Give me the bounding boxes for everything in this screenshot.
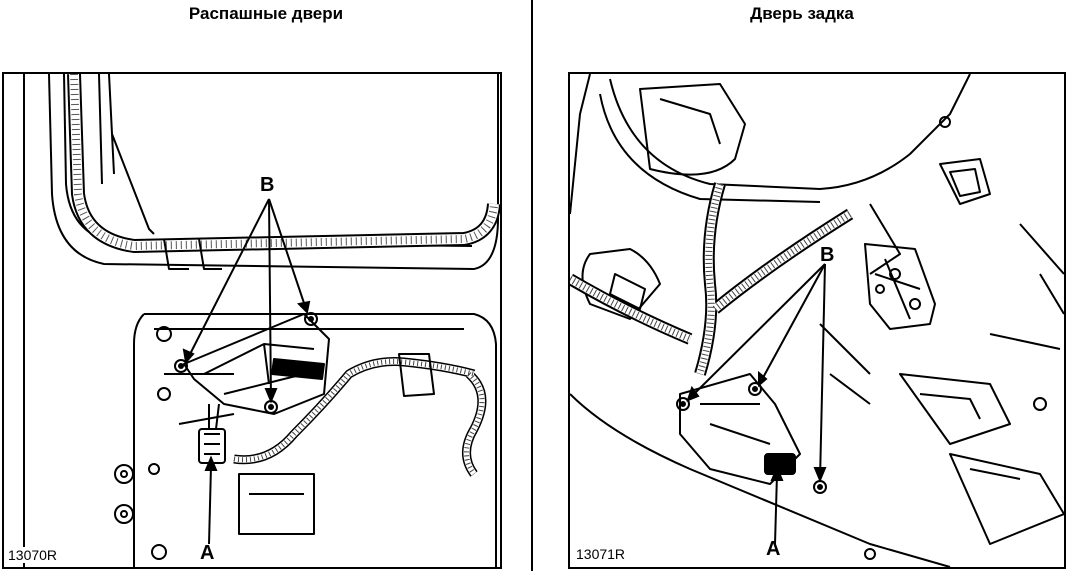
tailgate-frame [570,74,1064,567]
callout-a-label: A [766,538,781,560]
door-frame [23,74,500,567]
mount-bolt [676,397,690,411]
callout-a-label: A [200,542,215,564]
door-rod [98,74,155,235]
wiper-motor [581,248,661,320]
door-seal [67,74,500,253]
figure-title-swing-doors: Распашные двери [188,4,344,23]
latch-mount [939,158,991,205]
callout-leaders [182,198,311,545]
figure-code: 13071R [574,546,628,562]
callout-leaders [686,263,827,545]
inner-panel [133,313,497,567]
mount-bolt [174,359,188,373]
swing-door-drawing [23,74,500,567]
swing-door-illustration: B A 13070R [2,72,502,569]
mount-bolt [304,312,318,326]
mount-bolt [748,382,762,396]
figure-title-tailgate: Дверь задка [750,4,854,23]
column-divider [531,0,533,571]
lock-mechanism [864,243,936,330]
figure-code: 13070R [6,547,60,563]
tailgate-drawing [570,74,1064,567]
callout-b-label: B [820,244,835,266]
callout-b-label: B [260,174,275,196]
connector [764,453,796,475]
tailgate-illustration: B A 13071R [568,72,1066,569]
